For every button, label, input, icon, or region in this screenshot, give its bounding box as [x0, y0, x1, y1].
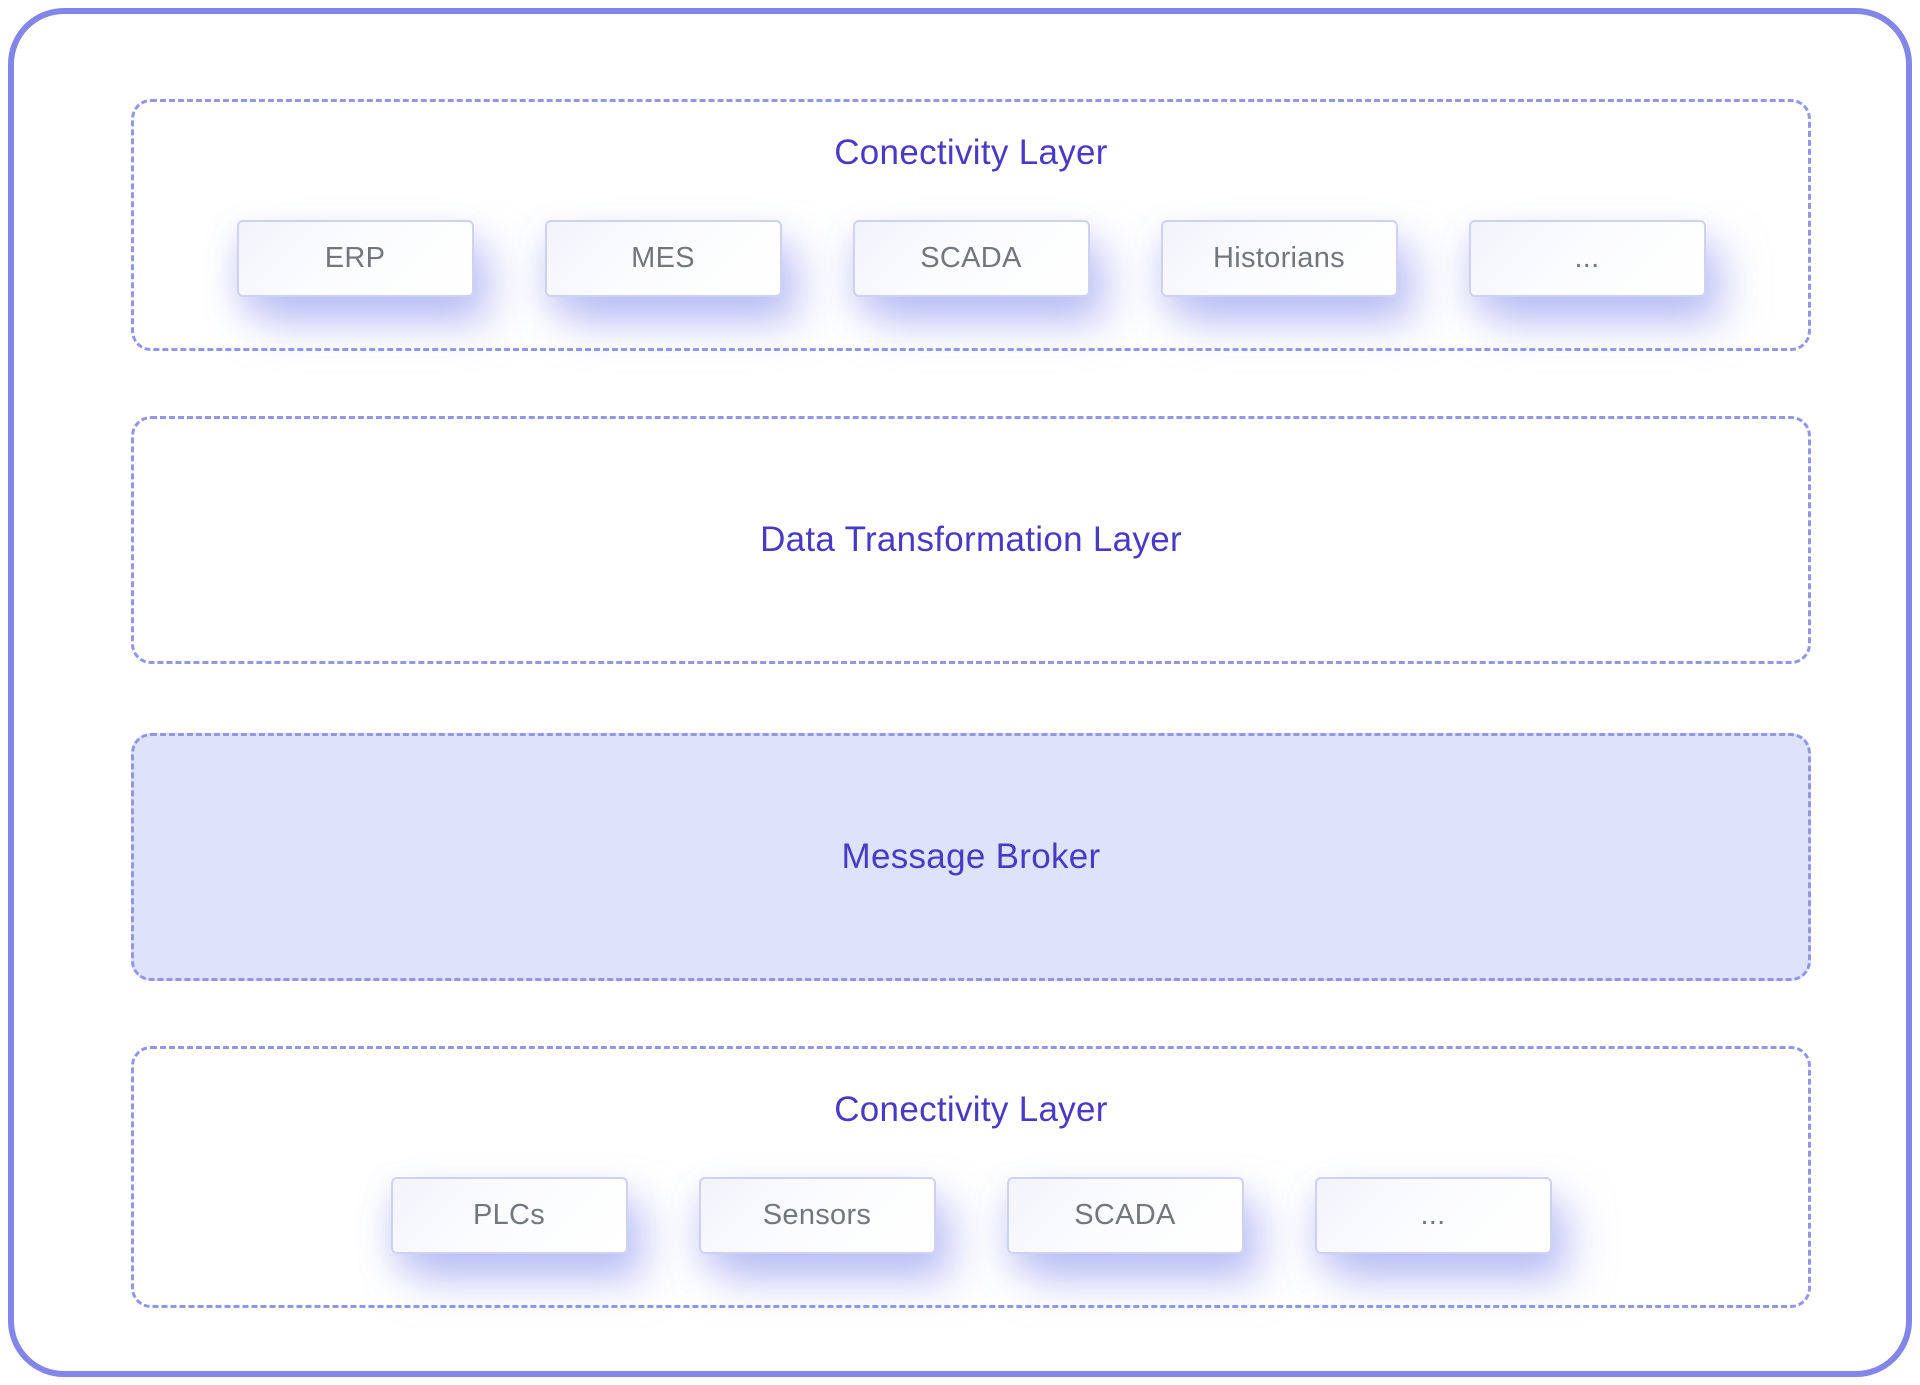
chip-sensors: Sensors	[698, 1177, 936, 1254]
chip-scada-top-label: SCADA	[920, 242, 1022, 274]
chip-sensors-label: Sensors	[762, 1199, 872, 1231]
chip-ellipsis-bottom-label: ...	[1420, 1199, 1446, 1231]
chip-erp-label: ERP	[324, 242, 386, 274]
chip-row-top: ERP MES SCADA Historians ...	[236, 220, 1706, 297]
chip-scada-bottom: SCADA	[1006, 1177, 1244, 1254]
chip-ellipsis-top-label: ...	[1574, 242, 1600, 274]
chip-historians-label: Historians	[1213, 242, 1345, 274]
chip-plcs: PLCs	[390, 1177, 628, 1254]
outer-frame: Conectivity Layer ERP MES SCADA Historia…	[8, 8, 1912, 1377]
layer-message-broker: Message Broker	[131, 733, 1811, 981]
layer-data-transformation: Data Transformation Layer	[131, 416, 1811, 664]
layer-title-message-broker: Message Broker	[841, 837, 1101, 876]
chip-scada-top: SCADA	[852, 220, 1090, 297]
chip-ellipsis-top: ...	[1468, 220, 1706, 297]
chip-row-bottom: PLCs Sensors SCADA ...	[390, 1177, 1552, 1254]
layer-title-connectivity-bottom: Conectivity Layer	[834, 1090, 1108, 1129]
chip-mes-label: MES	[631, 242, 695, 274]
chip-historians: Historians	[1160, 220, 1398, 297]
layer-title-data-transformation: Data Transformation Layer	[760, 520, 1182, 559]
chip-scada-bottom-label: SCADA	[1074, 1199, 1176, 1231]
chip-ellipsis-bottom: ...	[1314, 1177, 1552, 1254]
layer-connectivity-top: Conectivity Layer ERP MES SCADA Historia…	[131, 99, 1811, 351]
layer-connectivity-bottom: Conectivity Layer PLCs Sensors SCADA ...	[131, 1046, 1811, 1308]
chip-erp: ERP	[236, 220, 474, 297]
chip-plcs-label: PLCs	[472, 1199, 546, 1231]
chip-mes: MES	[544, 220, 782, 297]
layer-title-connectivity-top: Conectivity Layer	[834, 133, 1108, 172]
